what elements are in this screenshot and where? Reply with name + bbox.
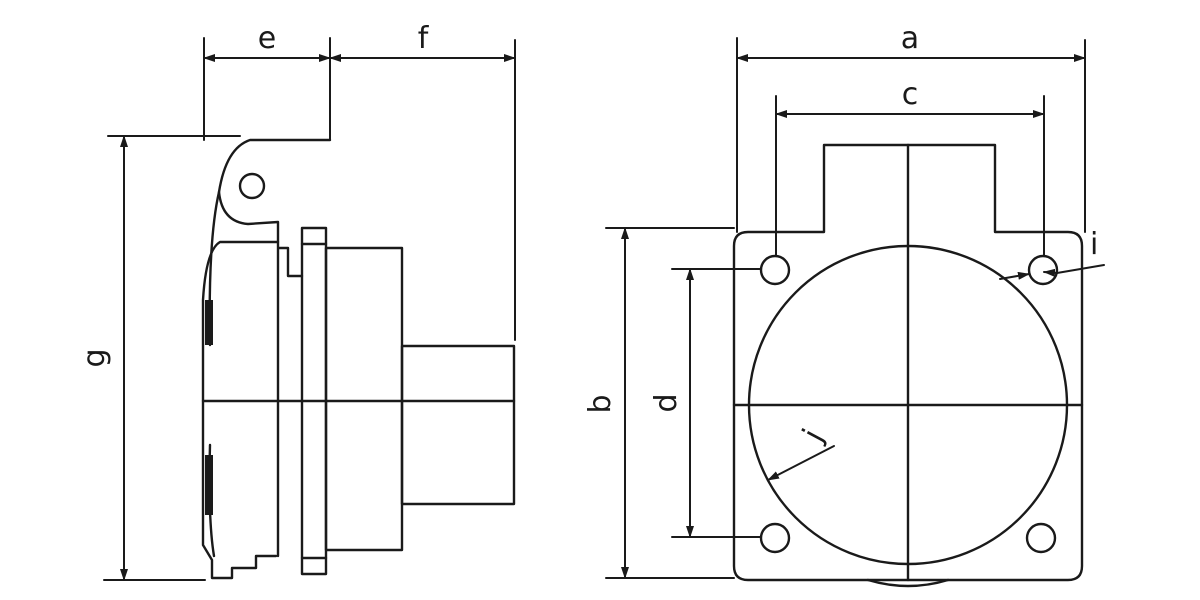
dimension-j-label: j [796,424,831,449]
dimension-i-arrow [1043,268,1058,277]
front-view: a c b d i j [583,21,1105,588]
dimension-e-label: e [258,21,276,56]
mounting-hole-bottom-right [1025,522,1057,554]
dimension-f-label: f [418,21,430,56]
dimension-i-label: i [1090,227,1098,262]
dimension-i-leader-outer [1056,264,1105,274]
mounting-hole-top-right [1027,254,1059,286]
dimension-i-leader-inner [999,271,1030,280]
mounting-hole-bottom-left [759,522,791,554]
lid-latch-lower [205,455,213,515]
socket-body [276,240,304,558]
dimension-g-label: g [77,348,112,367]
hinged-lid [201,138,332,580]
front-plate [732,143,1084,582]
rear-housing [324,246,404,552]
dimension-a-label: a [901,21,919,56]
dimension-d-label: d [649,393,684,412]
dimension-j-leader [767,445,835,481]
plate-bottom-bump [866,578,950,588]
dimension-b-label: b [583,394,618,413]
side-view: e f g [77,21,516,581]
dimension-c-label: c [902,77,919,112]
cable-entry [400,344,516,506]
lid-latch-upper [205,300,213,345]
mounting-hole-top-left [759,254,791,286]
hinge-pin-icon [238,172,266,200]
